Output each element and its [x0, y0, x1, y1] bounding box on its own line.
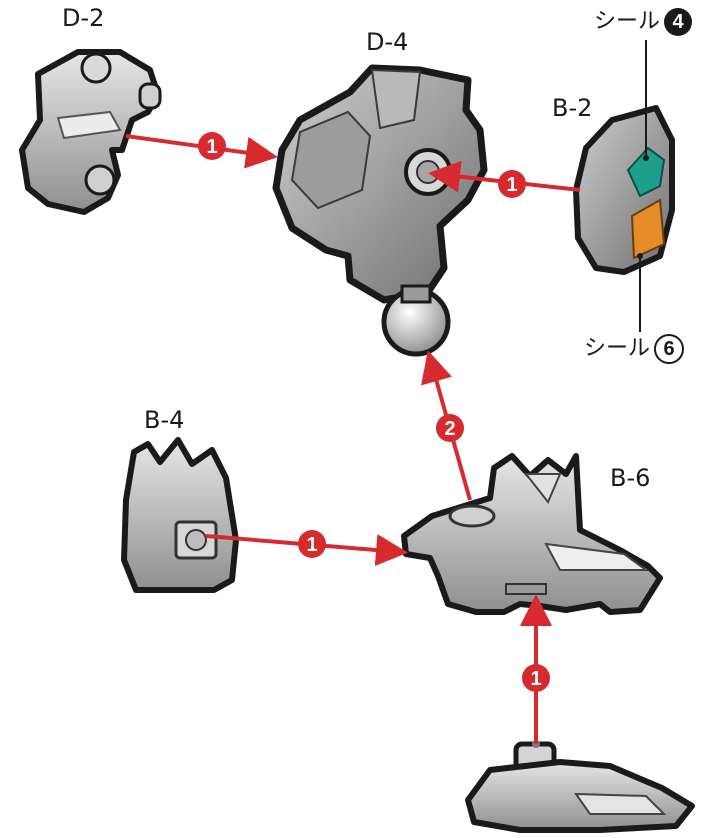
arrow-d2-to-d4: 1	[125, 132, 278, 169]
step-number: 1	[506, 174, 517, 196]
label-d2: D-2	[62, 4, 105, 32]
part-d2	[19, 49, 162, 215]
arrow-b6-to-d4: 2	[421, 350, 472, 501]
seal-label-text: シール	[594, 9, 661, 34]
label-d4: D-4	[366, 28, 409, 56]
step-marker	[436, 414, 464, 442]
step-marker	[198, 132, 226, 160]
part-bottom	[465, 740, 695, 833]
arrow-b2-to-d4: 1	[428, 160, 581, 198]
part-b4	[121, 437, 239, 593]
step-number: 1	[306, 534, 317, 556]
step-number: 2	[444, 418, 455, 440]
step-number: 1	[530, 668, 541, 690]
seal-number-badge: 4	[664, 8, 693, 36]
label-b2: B-2	[552, 94, 593, 122]
label-b4: B-4	[144, 406, 185, 434]
step-marker	[522, 664, 550, 692]
step-number: 1	[206, 136, 217, 158]
part-b6	[401, 453, 663, 615]
seal-label-text: シール	[584, 336, 651, 361]
part-d4	[272, 64, 488, 357]
part-b2	[573, 40, 675, 332]
arrow-bottom-to-b6: 1	[520, 594, 552, 744]
label-b6: B-6	[610, 464, 651, 492]
step-marker	[298, 530, 326, 558]
arrow-b4-to-b6: 1	[205, 530, 408, 566]
step-marker	[498, 170, 526, 198]
seal-number-badge: 6	[654, 334, 685, 364]
